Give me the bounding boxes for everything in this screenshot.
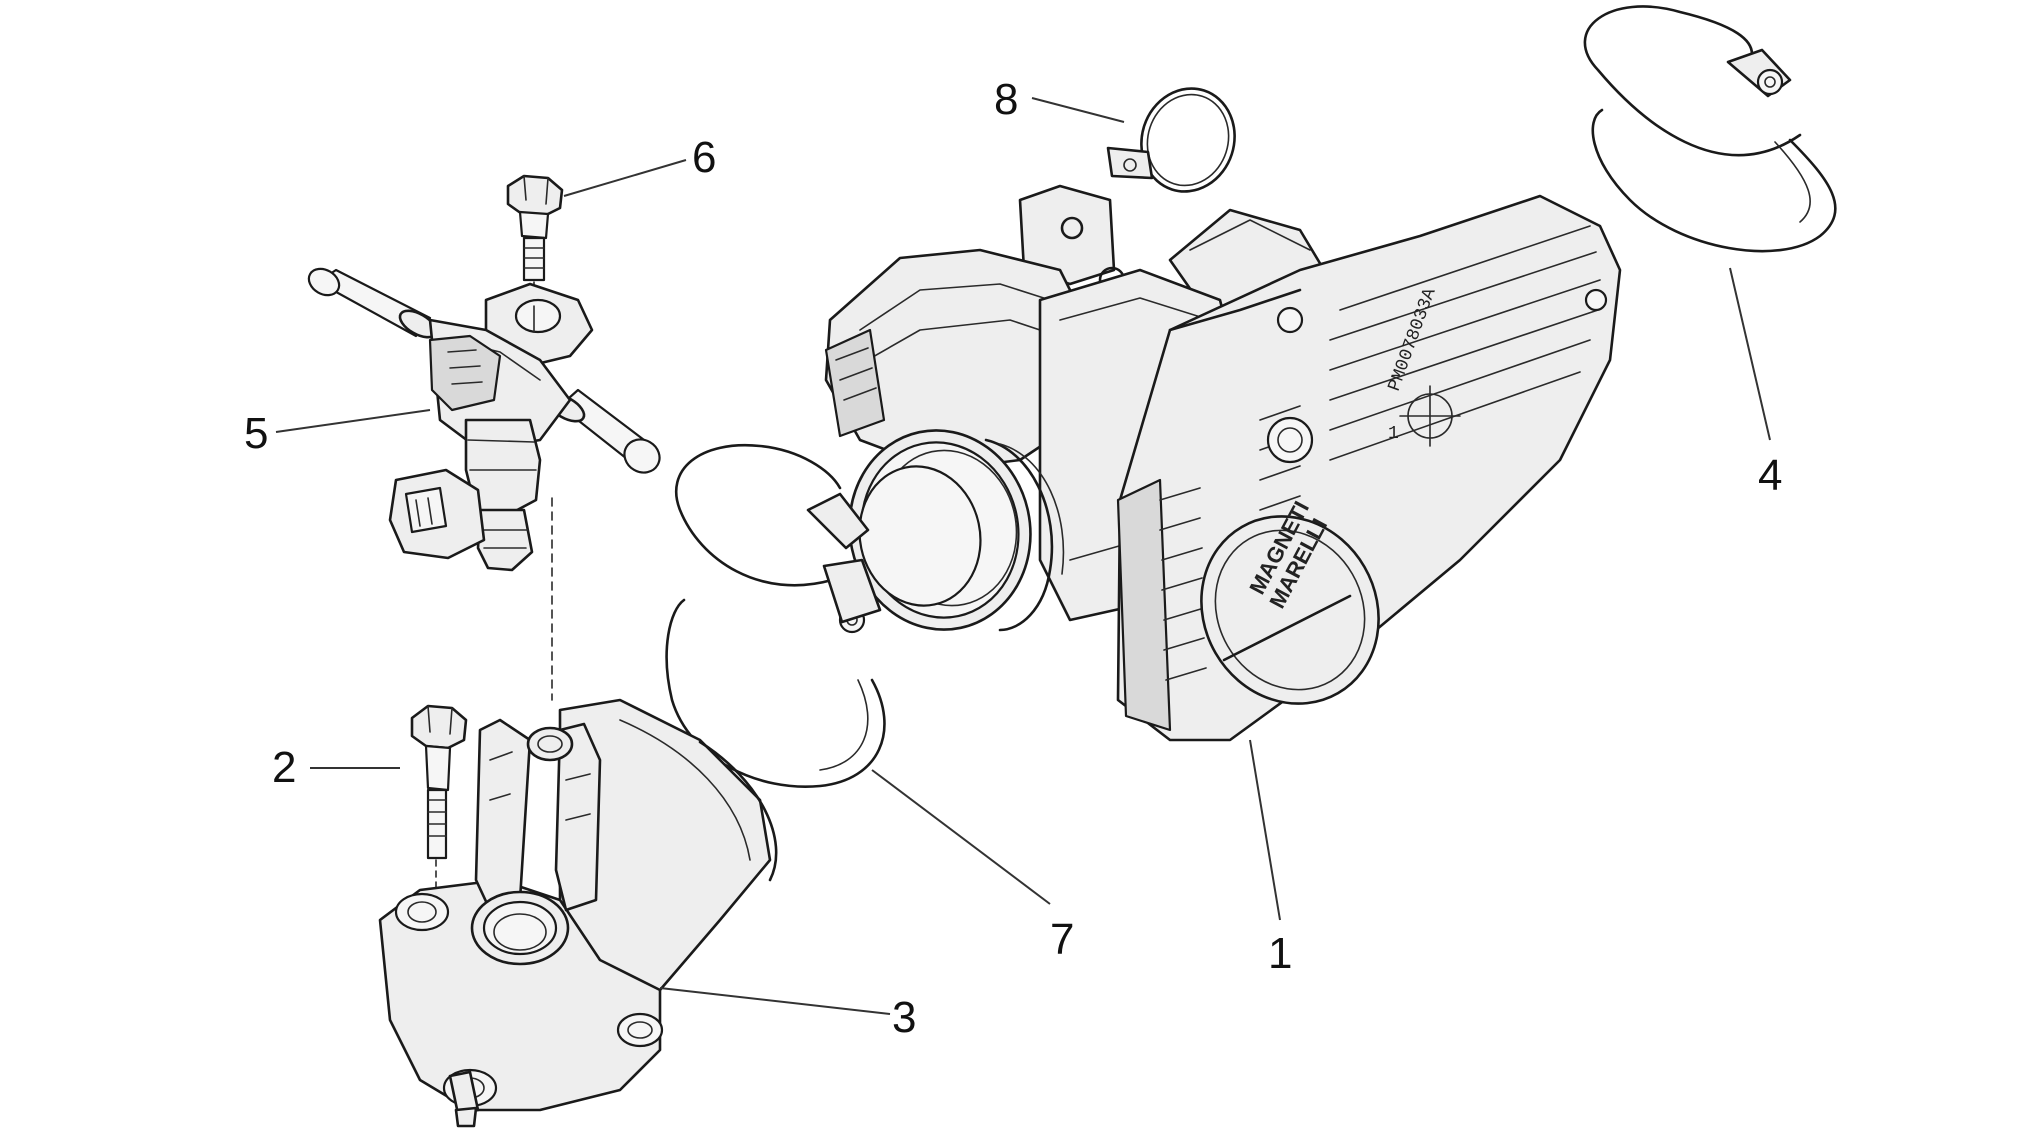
part-6-bolt: [506, 174, 564, 307]
leader-8: [1031, 97, 1125, 123]
part-8-clamp: [1106, 87, 1236, 193]
callout-2: 2: [272, 743, 296, 792]
leader-5: [275, 409, 431, 433]
callout-7: 7: [1050, 915, 1074, 964]
callout-5: 5: [244, 409, 268, 458]
part-4-band-clamp: [1583, 5, 1837, 253]
part-2-long-bolt: [410, 704, 468, 911]
leader-6: [563, 159, 687, 197]
leader-3: [659, 987, 891, 1015]
part-3-intake-manifold: [378, 698, 778, 1128]
leader-7: [871, 769, 1051, 905]
callout-6: 6: [692, 133, 716, 182]
leader-1: [1249, 739, 1281, 921]
leader-lines: [275, 97, 1771, 1015]
part-7-band-clamp: [665, 443, 886, 788]
callout-3: 3: [892, 993, 916, 1042]
part-1-throttle-body: MAGNETI MARELLI PM0078033A 1: [824, 184, 1622, 742]
callout-1: 1: [1268, 929, 1292, 978]
callout-4: 4: [1758, 451, 1782, 500]
leader-4: [1729, 267, 1771, 441]
callout-8: 8: [994, 75, 1018, 124]
part-5-fuel-rail-injector: [307, 267, 661, 701]
callout-numbers: 1 2 3 4 5 6 7 8: [244, 75, 1782, 1042]
adjustment-mark: 1: [1388, 424, 1399, 444]
